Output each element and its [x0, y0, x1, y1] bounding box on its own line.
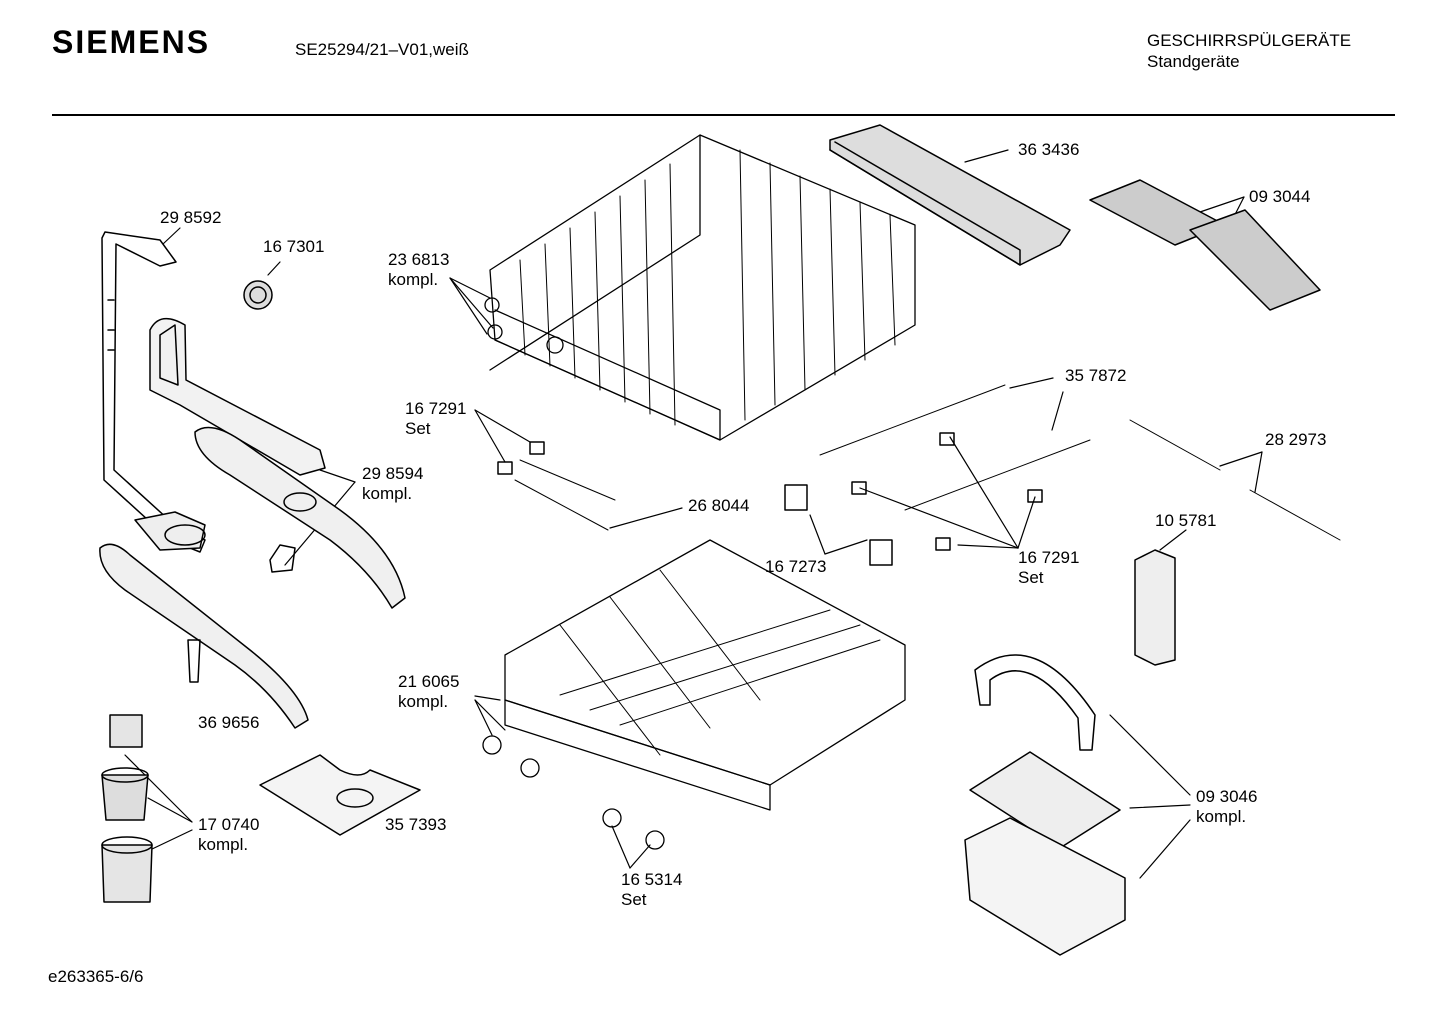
part-number: 09 3046	[1196, 787, 1258, 806]
part-number: 29 8592	[160, 208, 222, 227]
part-number: 16 7273	[765, 557, 827, 576]
part-label: 09 3044	[1249, 187, 1310, 207]
spike-rows-drawing	[514, 384, 1341, 541]
model-number: SE25294/21–V01,weiß	[295, 40, 469, 59]
appliance-category: GESCHIRRSPÜLGERÄTE	[1147, 31, 1352, 50]
part-label: 35 7872	[1065, 366, 1126, 386]
part-number: 16 5314	[621, 870, 683, 889]
part-label: 16 7301	[263, 237, 324, 257]
part-number: 17 0740	[198, 815, 260, 834]
feed-pipe-drawing	[101, 231, 206, 553]
part-label: 16 7273	[765, 557, 826, 577]
nozzle-drawing	[243, 280, 273, 310]
sieve-plate-drawing	[259, 754, 421, 836]
part-label: 29 8592	[160, 208, 221, 228]
part-number: 35 7872	[1065, 366, 1127, 385]
part-number: 23 6813	[388, 250, 450, 269]
part-label: 26 8044	[688, 496, 749, 516]
part-number: 26 8044	[688, 496, 750, 515]
lower-spray-arm-drawing	[99, 543, 309, 729]
part-number: 10 5781	[1155, 511, 1217, 530]
upper-spray-arm-drawing	[194, 426, 406, 609]
part-label: 35 7393	[385, 815, 446, 835]
part-number: 16 7291	[405, 399, 467, 418]
document-id: e263365-6/6	[48, 967, 144, 986]
part-number: 21 6065	[398, 672, 460, 691]
part-note: kompl.	[388, 270, 439, 289]
part-label: 10 5781	[1155, 511, 1216, 531]
part-number: 36 9656	[198, 713, 260, 732]
part-note: kompl.	[198, 835, 249, 854]
cutlery-basket-drawing	[964, 654, 1126, 956]
part-number: 29 8594	[362, 464, 424, 483]
part-note: kompl.	[362, 484, 413, 503]
part-note: Set	[621, 890, 647, 909]
brand-logo: SIEMENS	[52, 24, 211, 60]
part-label: 28 2973	[1265, 430, 1326, 450]
cutlery-tray-drawing	[829, 124, 1071, 266]
part-label: 36 9656	[198, 713, 259, 733]
cutlery-container-drawing	[1134, 549, 1176, 666]
lower-basket-drawing	[482, 539, 906, 850]
part-number: 09 3044	[1249, 187, 1311, 206]
part-note: Set	[405, 419, 431, 438]
part-label: 36 3436	[1018, 140, 1079, 160]
filter-drawing	[101, 714, 153, 903]
header-rule	[52, 114, 1395, 116]
part-number: 16 7301	[263, 237, 325, 256]
spray-connector-drawing	[149, 317, 326, 476]
upper-basket-drawing	[484, 134, 916, 441]
holder-grid-drawing	[1089, 179, 1321, 311]
part-number: 28 2973	[1265, 430, 1327, 449]
part-note: kompl.	[1196, 807, 1247, 826]
part-number: 16 7291	[1018, 548, 1080, 567]
part-number: 36 3436	[1018, 140, 1080, 159]
part-note: Set	[1018, 568, 1044, 587]
appliance-subcategory: Standgeräte	[1147, 52, 1240, 71]
clips-drawing	[497, 432, 1043, 566]
part-note: kompl.	[398, 692, 449, 711]
part-number: 35 7393	[385, 815, 447, 834]
